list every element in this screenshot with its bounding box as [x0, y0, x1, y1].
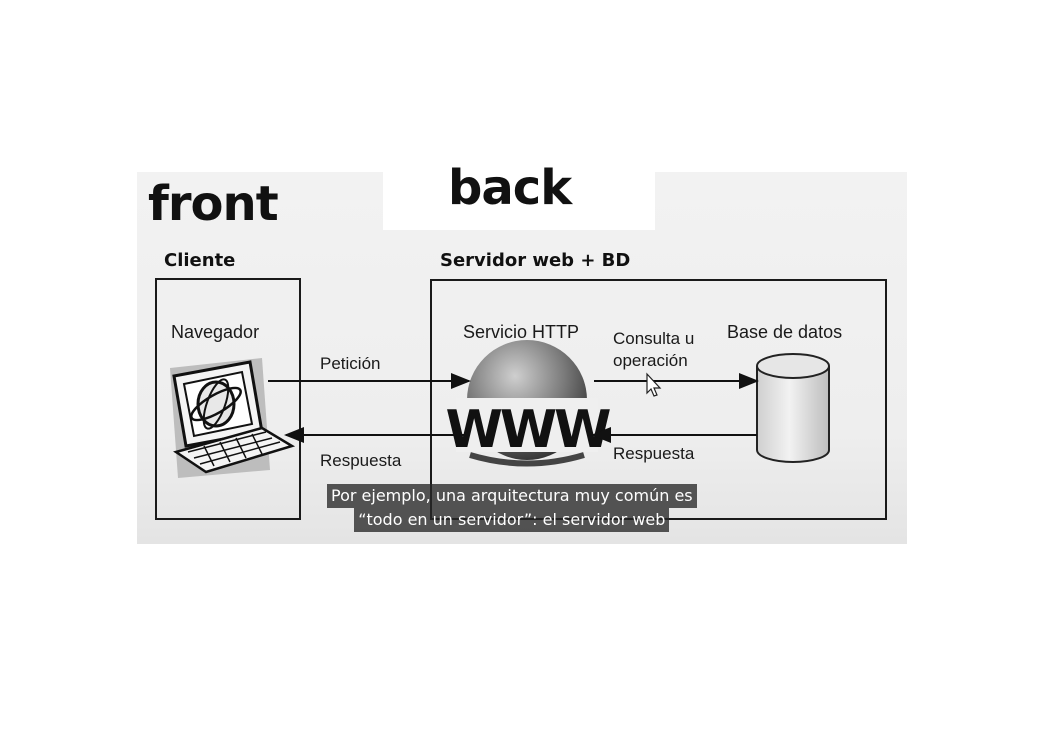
servicio-http-label: Servicio HTTP — [463, 322, 580, 342]
servidor-header: Servidor web + BD — [440, 250, 631, 271]
back-label: back — [448, 160, 572, 216]
computer-icon — [170, 358, 296, 478]
mouse-cursor-icon — [646, 372, 662, 397]
consulta-label-line2: operación — [613, 351, 688, 370]
subtitle-line-2: “todo en un servidor”: el servidor web — [354, 508, 670, 532]
consulta-label-line1: Consulta u — [613, 329, 695, 348]
back-label-background — [383, 168, 655, 230]
database-icon — [756, 353, 830, 463]
front-label: front — [148, 176, 279, 232]
subtitle-line-1: Por ejemplo, una arquitectura muy común … — [327, 484, 697, 508]
video-subtitle: Por ejemplo, una arquitectura muy común … — [327, 484, 697, 532]
www-label: WWW — [445, 400, 610, 460]
peticion-label: Petición — [320, 354, 381, 373]
respuesta-right-label: Respuesta — [613, 444, 695, 463]
cliente-header: Cliente — [164, 250, 236, 271]
respuesta-left-label: Respuesta — [320, 451, 402, 470]
base-de-datos-label: Base de datos — [727, 322, 843, 342]
cliente-box — [155, 278, 301, 520]
navegador-label: Navegador — [171, 322, 260, 342]
www-globe-icon: WWW — [445, 340, 613, 467]
